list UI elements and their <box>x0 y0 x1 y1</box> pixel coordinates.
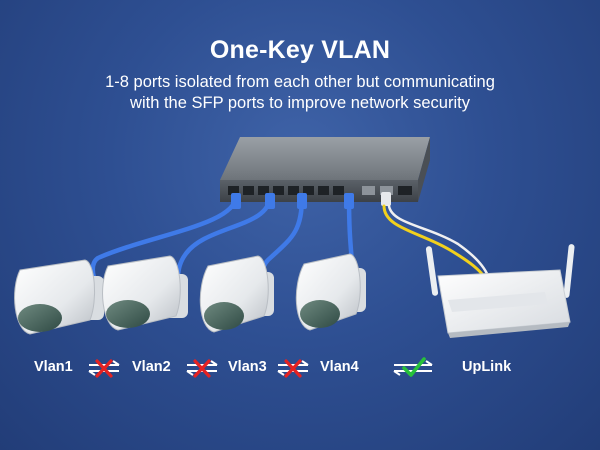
camera-lens <box>106 300 150 328</box>
label-vlan1: Vlan1 <box>34 359 73 375</box>
switch-top <box>220 137 430 180</box>
port <box>273 186 284 195</box>
green-check-icon <box>402 357 426 377</box>
router-bottom <box>448 322 570 338</box>
connector <box>344 193 354 209</box>
camera-lens <box>300 300 340 328</box>
red-x-icon <box>284 359 302 378</box>
switch-ports <box>228 186 412 195</box>
label-uplink: UpLink <box>462 359 512 375</box>
blocked-link-icon <box>277 359 309 378</box>
double-arrow-icon <box>88 360 120 376</box>
fiber-cable-yellow <box>382 204 487 280</box>
port <box>228 186 239 195</box>
port <box>303 186 314 195</box>
connector <box>231 193 241 209</box>
cable-vlan1 <box>90 193 239 281</box>
fiber-uplink <box>381 192 490 280</box>
fiber-cable-white <box>387 204 490 278</box>
camera-vlan2 <box>102 255 188 331</box>
sfp-port <box>380 186 393 195</box>
switch-side <box>418 137 430 202</box>
antenna-right <box>563 244 575 298</box>
red-x-icon <box>95 359 113 378</box>
port <box>243 186 254 195</box>
page-title: One-Key VLAN <box>209 36 391 64</box>
camera-lens <box>204 302 244 330</box>
port <box>333 186 344 195</box>
port <box>288 186 299 195</box>
network-switch <box>220 137 430 202</box>
connector <box>265 193 275 209</box>
connector <box>297 193 307 209</box>
cable-vlan2 <box>175 193 273 281</box>
blocked-link-icon <box>186 359 218 378</box>
blocked-link-icon <box>88 359 120 378</box>
subtitle-line-2: with the SFP ports to improve network se… <box>130 94 470 112</box>
sfp-port <box>362 186 375 195</box>
router-panel <box>448 292 548 312</box>
camera-vlan4 <box>295 253 366 331</box>
camera-vlan3 <box>199 255 274 333</box>
antenna-left <box>425 246 439 296</box>
label-vlan4: Vlan4 <box>320 359 359 375</box>
double-arrow-icon <box>393 360 433 376</box>
port <box>398 186 412 195</box>
sfp-connector <box>381 192 391 206</box>
port <box>258 186 269 195</box>
allowed-link-icon <box>393 357 433 377</box>
label-vlan2: Vlan2 <box>132 359 171 375</box>
double-arrow-icon <box>186 360 218 376</box>
label-vlan3: Vlan3 <box>228 359 267 375</box>
red-x-icon <box>193 359 211 378</box>
double-arrow-icon <box>277 360 309 376</box>
port <box>318 186 329 195</box>
camera-vlan1 <box>14 259 104 335</box>
router <box>425 244 575 338</box>
subtitle-line-1: 1-8 ports isolated from each other but c… <box>105 73 495 91</box>
camera-lens <box>18 304 62 332</box>
